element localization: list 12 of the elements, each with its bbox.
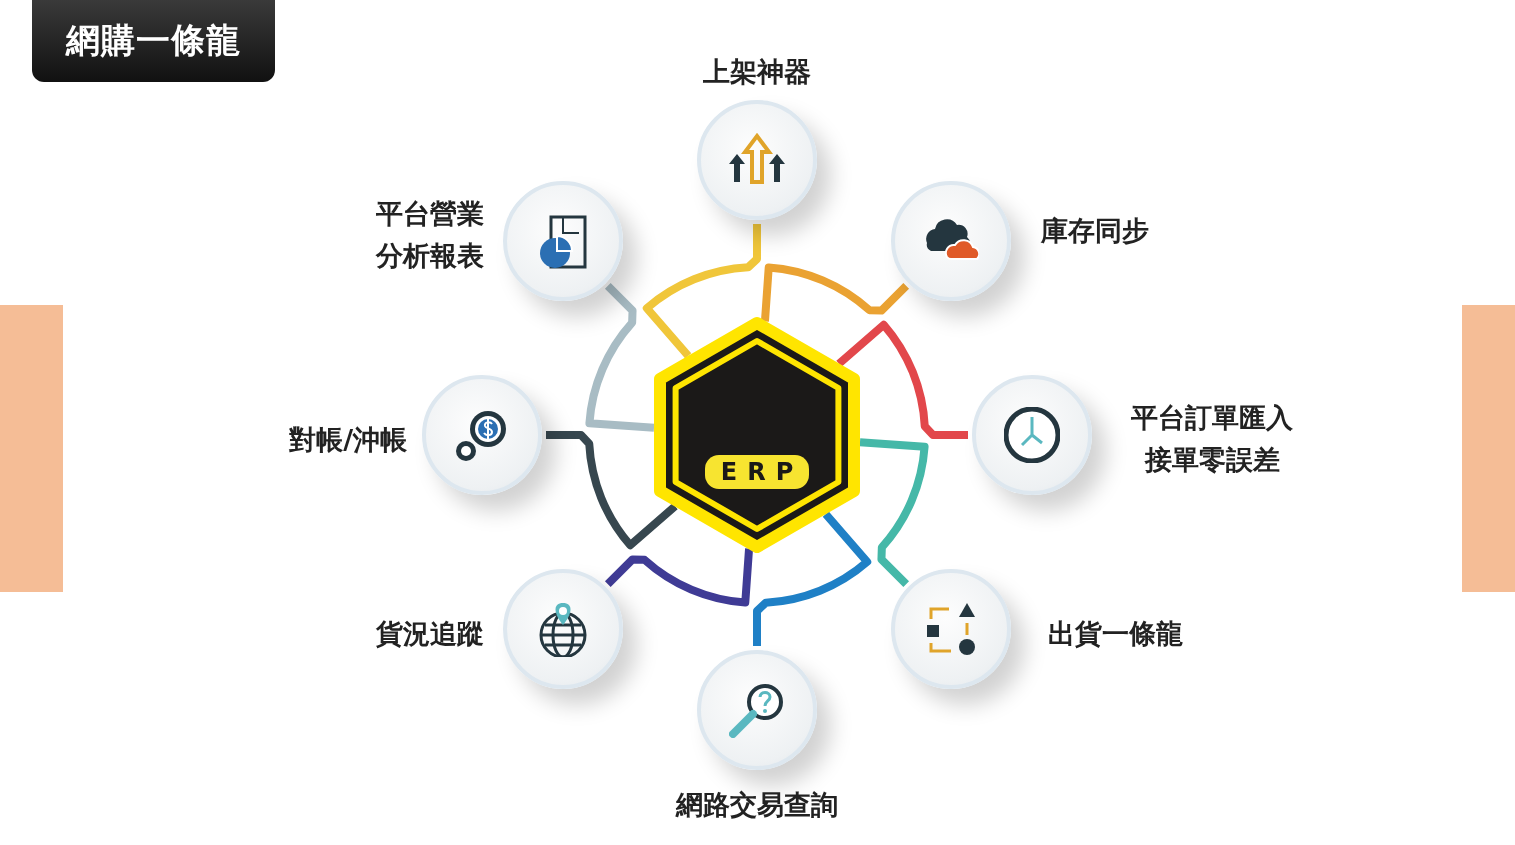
- hub-label: ERP: [705, 455, 809, 489]
- node-label: 平台訂單匯入接單零誤差: [1130, 401, 1294, 477]
- node-label: 平台營業分析報表: [374, 196, 484, 273]
- node-label: 網路交易查詢: [676, 788, 838, 822]
- node-label: 庫存同步: [1041, 213, 1150, 248]
- node-label: 對帳/沖帳: [289, 423, 407, 457]
- node-label: 上架神器: [703, 55, 811, 89]
- node-label: 貨況追蹤: [375, 617, 484, 652]
- connector-line: [760, 263, 910, 322]
- title-tab: 網購一條龍: [32, 0, 275, 82]
- node-label: 出貨一條龍: [1048, 617, 1184, 652]
- connector-line: [604, 548, 754, 607]
